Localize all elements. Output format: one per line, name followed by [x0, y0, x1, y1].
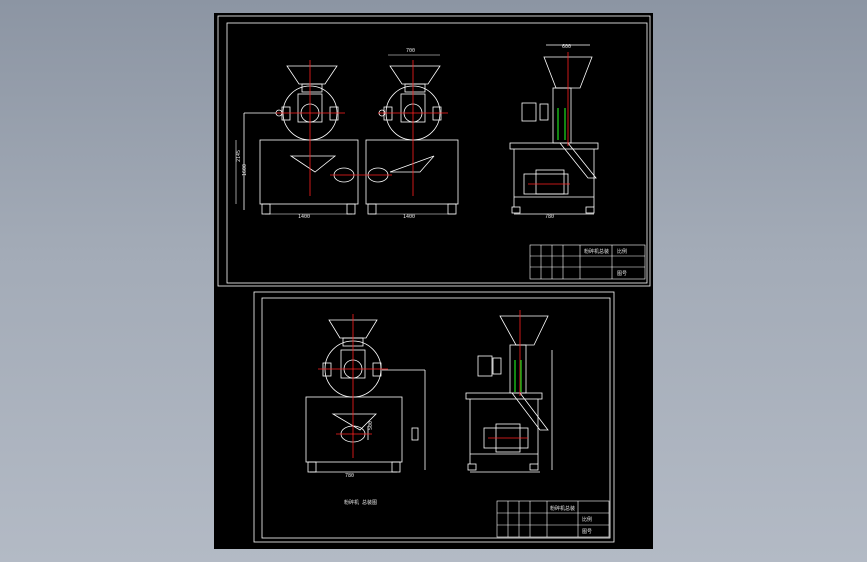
center-lines-sheet-1 [276, 52, 570, 196]
sheet-2-inner-border [261, 297, 611, 539]
dim-side: 2145 [236, 150, 242, 162]
dim-hopper-sheet-2: 500 [368, 421, 374, 430]
drawing-sheet [214, 13, 653, 549]
title-block-2-sheet: 图号 [582, 529, 592, 535]
sheet-1-inner-border [226, 22, 648, 284]
title-block-2-name: 粉碎机总装 [550, 505, 575, 512]
dim-height: 1600 [242, 164, 248, 176]
sheet-1-outer-border [217, 15, 651, 287]
front-view-dimensions [235, 54, 455, 215]
accent-lines-sheet-2 [514, 360, 522, 392]
dim-hopper-top: 700 [406, 48, 415, 54]
title-block-1-sheet: 图号 [617, 271, 627, 277]
side-view-sheet-2 [465, 315, 553, 473]
accent-lines-sheet-1 [557, 108, 566, 140]
dim-side-base: 780 [545, 214, 554, 220]
center-lines-sheet-2 [318, 310, 528, 458]
title-block-sheet-2 [496, 500, 610, 538]
drawing-note: 粉碎机 总装图 [344, 499, 377, 506]
title-block-2-scale: 比例 [582, 516, 592, 523]
title-block-1-name: 粉碎机总装 [584, 248, 609, 255]
title-block-1-scale: 比例 [617, 248, 627, 255]
dim-side-top: 600 [562, 44, 571, 50]
sheet-2-outer-border [253, 291, 615, 543]
side-view-sheet-1 [509, 44, 599, 215]
dim-width-right: 1400 [403, 214, 415, 220]
dim-width-left: 1400 [298, 214, 310, 220]
title-block-sheet-1 [529, 244, 646, 280]
dim-base-sheet-2: 780 [345, 473, 354, 479]
